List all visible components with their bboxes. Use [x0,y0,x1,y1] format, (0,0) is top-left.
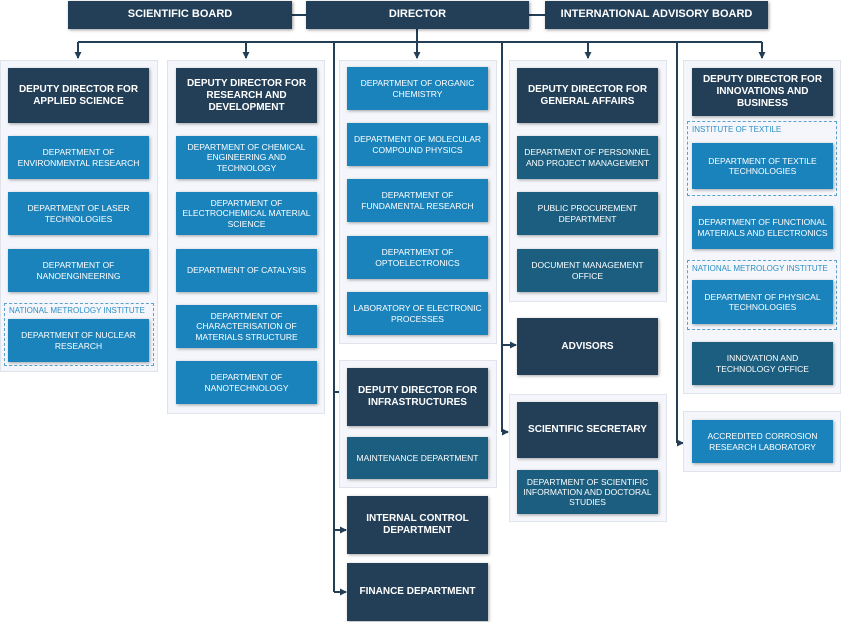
advisors: ADVISORS [517,318,658,375]
dept-functional-materials-electronics: DEPARTMENT OF FUNCTIONAL MATERIALS AND E… [692,206,833,249]
deputy-director-general-affairs: DEPUTY DIRECTOR FOR GENERAL AFFAIRS [517,68,658,123]
dept-molecular-compound-physics: DEPARTMENT OF MOLECULAR COMPOUND PHYSICS [347,123,488,166]
dept-fundamental-research: DEPARTMENT OF FUNDAMENTAL RESEARCH [347,179,488,222]
dept-characterisation-materials-structure: DEPARTMENT OF CHARACTERISATION OF MATERI… [176,305,317,348]
dept-optoelectronics: DEPARTMENT OF OPTOELECTRONICS [347,236,488,279]
scientific-board: SCIENTIFIC BOARD [68,1,292,29]
lab-electronic-processes: LABORATORY OF ELECTRONIC PROCESSES [347,292,488,335]
dept-physical-technologies: DEPARTMENT OF PHYSICAL TECHNOLOGIES [692,280,833,324]
dept-nuclear-research: DEPARTMENT OF NUCLEAR RESEARCH [8,319,149,362]
dept-laser-technologies: DEPARTMENT OF LASER TECHNOLOGIES [8,192,149,235]
group-label-national-metrology-col5: NATIONAL METROLOGY INSTITUTE [692,264,828,273]
document-management-office: DOCUMENT MANAGEMENT OFFICE [517,249,658,292]
dept-environmental-research: DEPARTMENT OF ENVIRONMENTAL RESEARCH [8,136,149,179]
dept-personnel-project-management: DEPARTMENT OF PERSONNEL AND PROJECT MANA… [517,136,658,179]
scientific-secretary: SCIENTIFIC SECRETARY [517,402,658,458]
innovation-technology-office: INNOVATION AND TECHNOLOGY OFFICE [692,342,833,385]
dept-chemical-engineering: DEPARTMENT OF CHEMICAL ENGINEERING AND T… [176,136,317,179]
director: DIRECTOR [306,1,529,29]
dept-nanotechnology: DEPARTMENT OF NANOTECHNOLOGY [176,361,317,404]
internal-control-department: INTERNAL CONTROL DEPARTMENT [347,496,488,554]
dept-catalysis: DEPARTMENT OF CATALYSIS [176,249,317,292]
finance-department: FINANCE DEPARTMENT [347,563,488,621]
deputy-director-infrastructures: DEPUTY DIRECTOR FOR INFRASTRUCTURES [347,368,488,426]
maintenance-department: MAINTENANCE DEPARTMENT [347,437,488,479]
dept-organic-chemistry: DEPARTMENT OF ORGANIC CHEMISTRY [347,67,488,110]
deputy-director-innovations-business: DEPUTY DIRECTOR FOR INNOVATIONS AND BUSI… [692,68,833,116]
international-advisory-board: INTERNATIONAL ADVISORY BOARD [545,1,768,29]
public-procurement-department: PUBLIC PROCUREMENT DEPARTMENT [517,192,658,235]
group-label-national-metrology-col1: NATIONAL METROLOGY INSTITUTE [9,306,145,315]
deputy-director-research-development: DEPUTY DIRECTOR FOR RESEARCH AND DEVELOP… [176,68,317,123]
group-national-metrology-col5 [687,260,837,330]
group-institute-of-textile [687,121,837,196]
group-label-institute-of-textile: INSTITUTE OF TEXTILE [692,125,782,134]
accredited-corrosion-research-laboratory: ACCREDITED CORROSION RESEARCH LABORATORY [692,420,833,463]
dept-electrochemical-material-science: DEPARTMENT OF ELECTROCHEMICAL MATERIAL S… [176,192,317,235]
group-national-metrology-col1 [4,303,154,366]
dept-scientific-information-doctoral-studies: DEPARTMENT OF SCIENTIFIC INFORMATION AND… [517,470,658,514]
deputy-director-applied-science: DEPUTY DIRECTOR FOR APPLIED SCIENCE [8,68,149,123]
dept-textile-technologies: DEPARTMENT OF TEXTILE TECHNOLOGIES [692,143,833,189]
dept-nanoengineering: DEPARTMENT OF NANOENGINEERING [8,249,149,292]
